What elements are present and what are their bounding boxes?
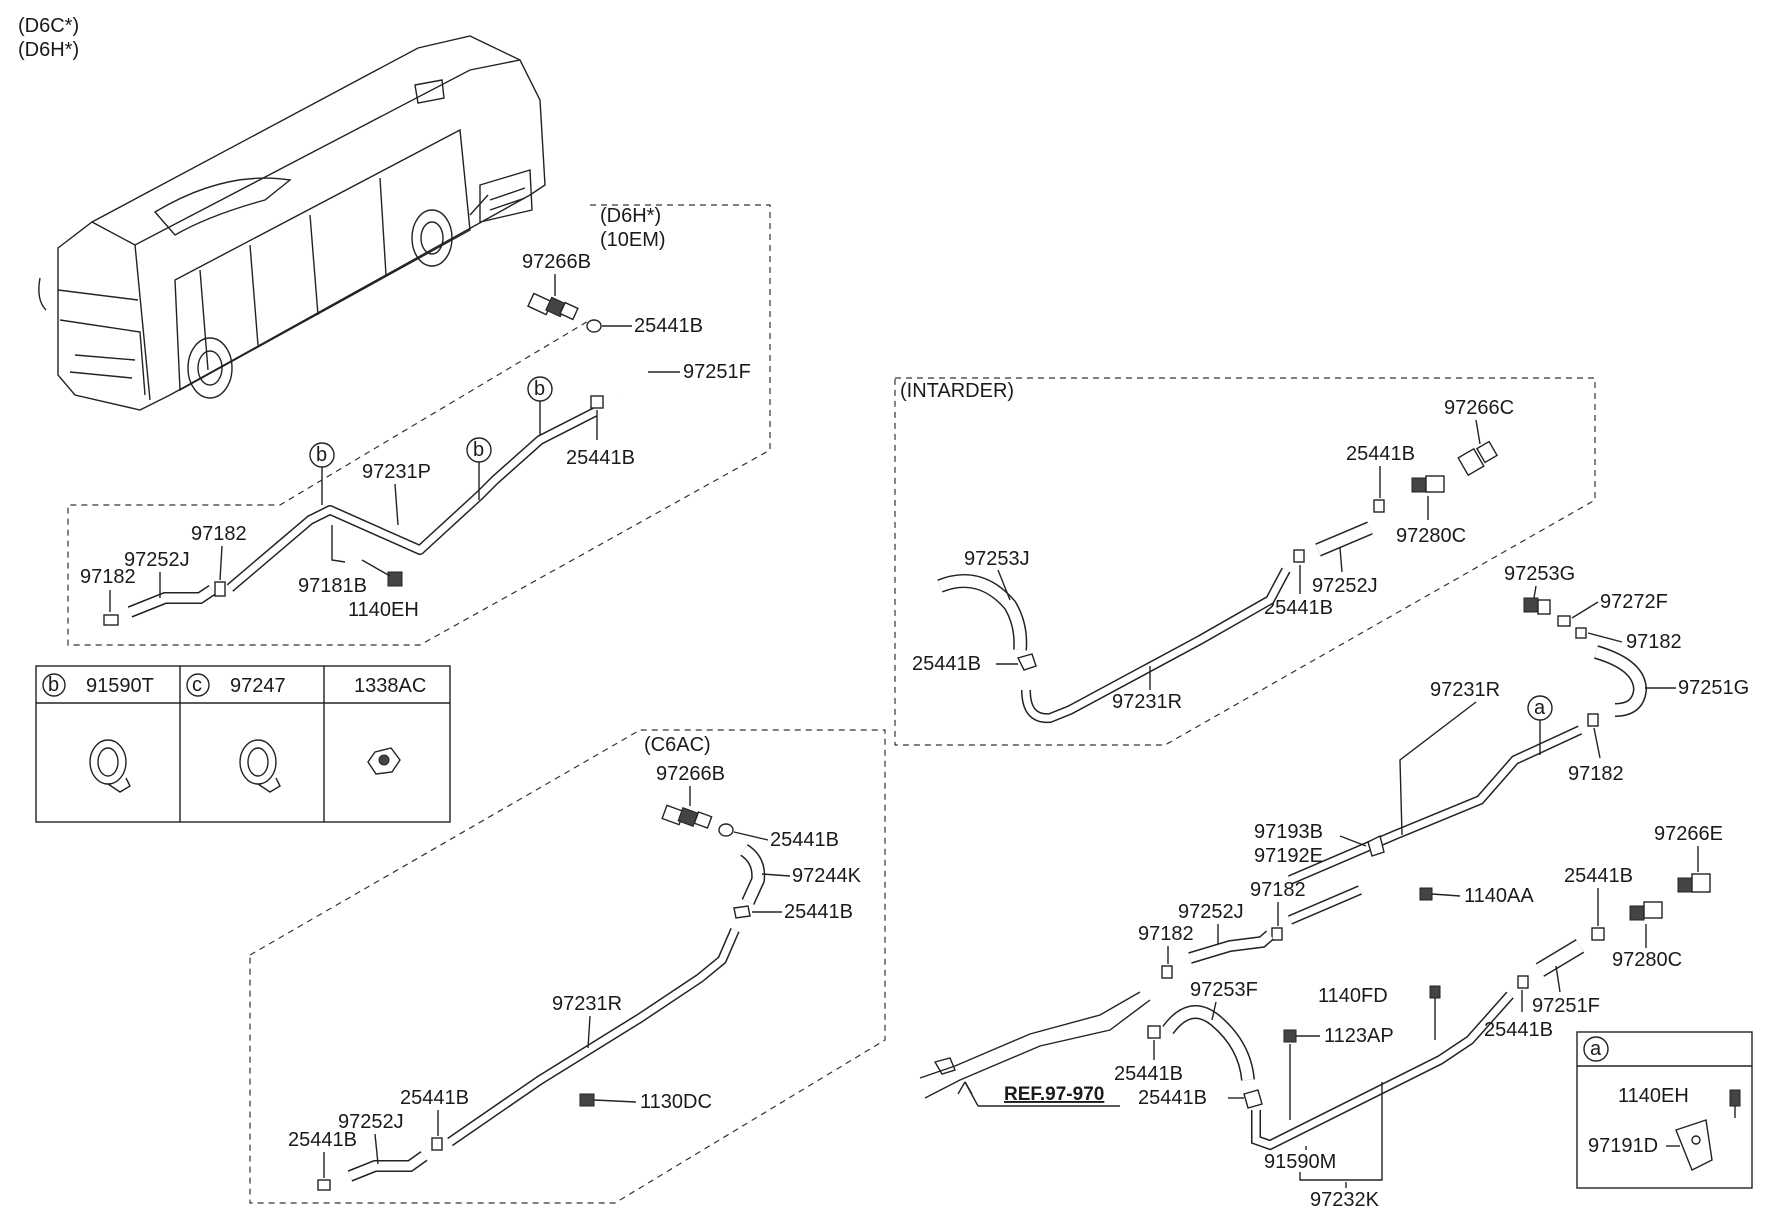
label-97252j-right: 97252J xyxy=(1178,901,1244,923)
label-97252j-intarder: 97252J xyxy=(1312,575,1378,597)
clip-91590t-icon xyxy=(89,739,131,793)
c6ac-parts: 97266B 25441B 97244K 25441B 97231R 1130D… xyxy=(288,763,862,1191)
label-1140aa: 1140AA xyxy=(1464,885,1534,907)
label-97182-lower: 97182 xyxy=(80,566,136,588)
label-1130dc: 1130DC xyxy=(640,1091,712,1113)
connector-97253g xyxy=(1523,597,1551,615)
label-97182-right-d: 97182 xyxy=(1138,923,1194,945)
label-25441b-c6ac-mid: 25441B xyxy=(784,901,853,923)
label-97251f: 97251F xyxy=(683,361,751,383)
detail-a-97191d: 97191D xyxy=(1588,1135,1658,1157)
d6h-section-boundary xyxy=(67,204,771,646)
label-25441b-c6ac-c: 25441B xyxy=(400,1087,469,1109)
label-97266b: 97266B xyxy=(522,251,591,273)
detail-a-box: a 1140EH 97191D xyxy=(1576,1031,1753,1189)
legend-marker-b: b xyxy=(48,674,59,696)
label-1140eh: 1140EH xyxy=(348,599,419,621)
label-25441b-c6ac-d: 25441B xyxy=(288,1129,357,1151)
label-91590m: 91590M xyxy=(1264,1151,1336,1173)
engine-label-d6h: (D6H*) xyxy=(18,39,79,61)
intarder-parts: 97266C 97280C 25441B 97252J 25441B 97231… xyxy=(912,397,1514,724)
connector-97266e xyxy=(1677,873,1711,893)
d6h-parts: 97266B 25441B 97251F 25441B 97231P b b b… xyxy=(80,251,751,626)
label-97272f: 97272F xyxy=(1600,591,1668,613)
label-97280c-top: 97280C xyxy=(1396,525,1466,547)
clip-97247-icon xyxy=(239,739,281,793)
label-1123ap: 1123AP xyxy=(1324,1025,1394,1047)
label-97251f-right: 97251F xyxy=(1532,995,1600,1017)
label-97280c-right: 97280C xyxy=(1612,949,1682,971)
label-97231r-intarder: 97231R xyxy=(1112,691,1182,713)
label-97253f: 97253F xyxy=(1190,979,1258,1001)
connector-97266b-c6ac xyxy=(661,804,713,829)
label-97182-upper: 97182 xyxy=(191,523,247,545)
connector-97280c-top xyxy=(1411,475,1445,493)
label-25441b-lower: 25441B xyxy=(566,447,635,469)
label-97266e: 97266E xyxy=(1654,823,1723,845)
label-25441b-right-c: 25441B xyxy=(1484,1019,1553,1041)
legend-marker-c: c xyxy=(192,674,202,696)
label-97266c: 97266C xyxy=(1444,397,1514,419)
label-25441b-intarder-top: 25441B xyxy=(1346,443,1415,465)
c6ac-section-title: (C6AC) xyxy=(644,734,711,756)
label-97231r-right: 97231R xyxy=(1430,679,1500,701)
nut-1338ac-icon xyxy=(367,747,401,775)
legend-part-97247: 97247 xyxy=(230,675,286,697)
callout-b-3: b xyxy=(534,378,545,400)
intarder-section-title: (INTARDER) xyxy=(900,380,1014,402)
label-97266b-c6ac: 97266B xyxy=(656,763,725,785)
bus-illustration xyxy=(38,35,546,411)
connector-97280c-right xyxy=(1629,901,1663,921)
callout-b-2: b xyxy=(473,439,484,461)
connector-97266c xyxy=(1457,440,1499,477)
label-25441b-right-a: 25441B xyxy=(1114,1063,1183,1085)
callout-a: a xyxy=(1534,697,1546,719)
label-25441b-intarder-left: 25441B xyxy=(912,653,981,675)
legend-table: b 91590T c 97247 1338AC xyxy=(35,665,451,823)
label-25441b-top: 25441B xyxy=(634,315,703,337)
legend-part-91590t: 91590T xyxy=(86,675,154,697)
label-97232k: 97232K xyxy=(1310,1189,1380,1211)
right-assembly: 97253G 97272F 97182 97251G 97182 97231R … xyxy=(919,563,1749,1211)
d6h-section-subtitle: (10EM) xyxy=(600,229,666,251)
engine-label-d6c: (D6C*) xyxy=(18,15,79,37)
label-97182-right-top: 97182 xyxy=(1626,631,1682,653)
label-97253g: 97253G xyxy=(1504,563,1575,585)
label-25441b-c6ac-top: 25441B xyxy=(770,829,839,851)
label-25441b-right-b: 25441B xyxy=(1138,1087,1207,1109)
d6h-section-title: (D6H*) xyxy=(600,205,661,227)
label-97252j-c6ac: 97252J xyxy=(338,1111,404,1133)
label-97252j: 97252J xyxy=(124,549,190,571)
label-25441b-right-d: 25441B xyxy=(1564,865,1633,887)
callout-b-1: b xyxy=(316,444,327,466)
label-97193b: 97193B xyxy=(1254,821,1323,843)
label-97251g: 97251G xyxy=(1678,677,1749,699)
c6ac-section-boundary xyxy=(249,729,886,1204)
intarder-section-boundary xyxy=(894,377,1596,746)
label-25441b-intarder-mid: 25441B xyxy=(1264,597,1333,619)
label-97192e: 97192E xyxy=(1254,845,1323,867)
label-97244k: 97244K xyxy=(792,865,862,887)
label-97253j: 97253J xyxy=(964,548,1030,570)
label-97182-right-c: 97182 xyxy=(1250,879,1306,901)
detail-a-1140eh: 1140EH xyxy=(1618,1085,1689,1107)
label-97231p: 97231P xyxy=(362,461,431,483)
label-97181b: 97181B xyxy=(298,575,367,597)
detail-a-marker: a xyxy=(1590,1038,1602,1060)
label-97231r-c6ac: 97231R xyxy=(552,993,622,1015)
label-97182-right-mid: 97182 xyxy=(1568,763,1624,785)
label-1140fd: 1140FD xyxy=(1318,985,1388,1007)
legend-part-1338ac: 1338AC xyxy=(354,675,426,697)
ref-97-970-link[interactable]: REF.97-970 xyxy=(1004,1084,1104,1105)
connector-97266b xyxy=(527,292,579,321)
